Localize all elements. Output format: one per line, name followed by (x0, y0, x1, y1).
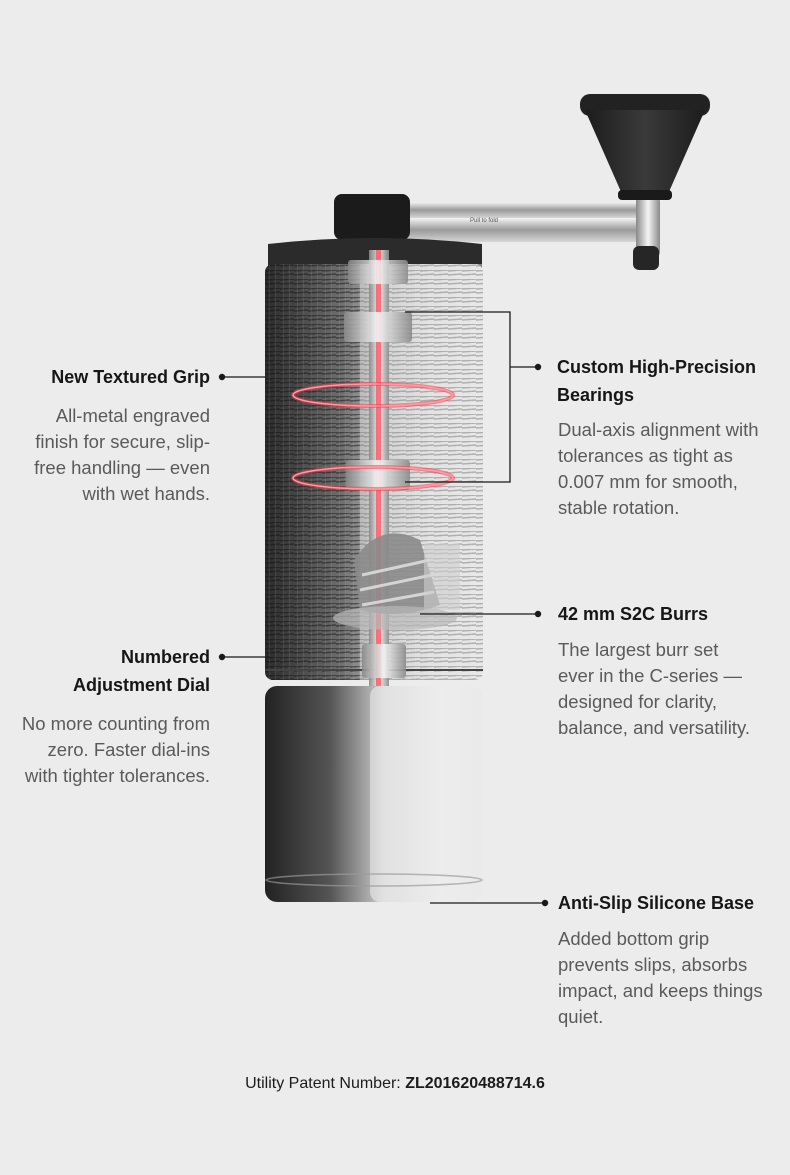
feature-desc-base: Added bottom grip prevents slips, absorb… (558, 928, 763, 1027)
patent-label: Utility Patent Number: (245, 1075, 401, 1092)
feature-title-bearings: Custom High-Precision Bearings (557, 357, 757, 405)
feature-title-dial: Numbered Adjustment Dial (72, 647, 210, 695)
feature-desc-bearings: Dual-axis alignment with tolerances as t… (558, 419, 759, 518)
arm-engraving: Pull to fold (470, 218, 498, 224)
crank-arm: Pull to fold (400, 196, 660, 270)
callout-lines (222, 311, 545, 904)
feature-title-burrs: 42 mm S2C Burrs (558, 604, 709, 624)
bearing-rings (291, 382, 455, 491)
patent-number: ZL201620488714.6 (405, 1075, 545, 1092)
burr-set (333, 533, 460, 630)
patent-line: Utility Patent Number: ZL201620488714.6 (0, 1075, 790, 1093)
feature-desc-grip: All-metal engraved finish for secure, sl… (34, 405, 210, 504)
feature-desc-burrs: The largest burr set ever in the C-serie… (558, 639, 750, 738)
feature-title-grip: New Textured Grip (51, 367, 210, 387)
callout-dots (218, 363, 549, 907)
catch-cup (265, 686, 483, 902)
feature-desc-dial: No more counting from zero. Faster dial-… (21, 713, 210, 786)
feature-title-base: Anti-Slip Silicone Base (558, 893, 755, 913)
handle-knob (580, 94, 710, 200)
